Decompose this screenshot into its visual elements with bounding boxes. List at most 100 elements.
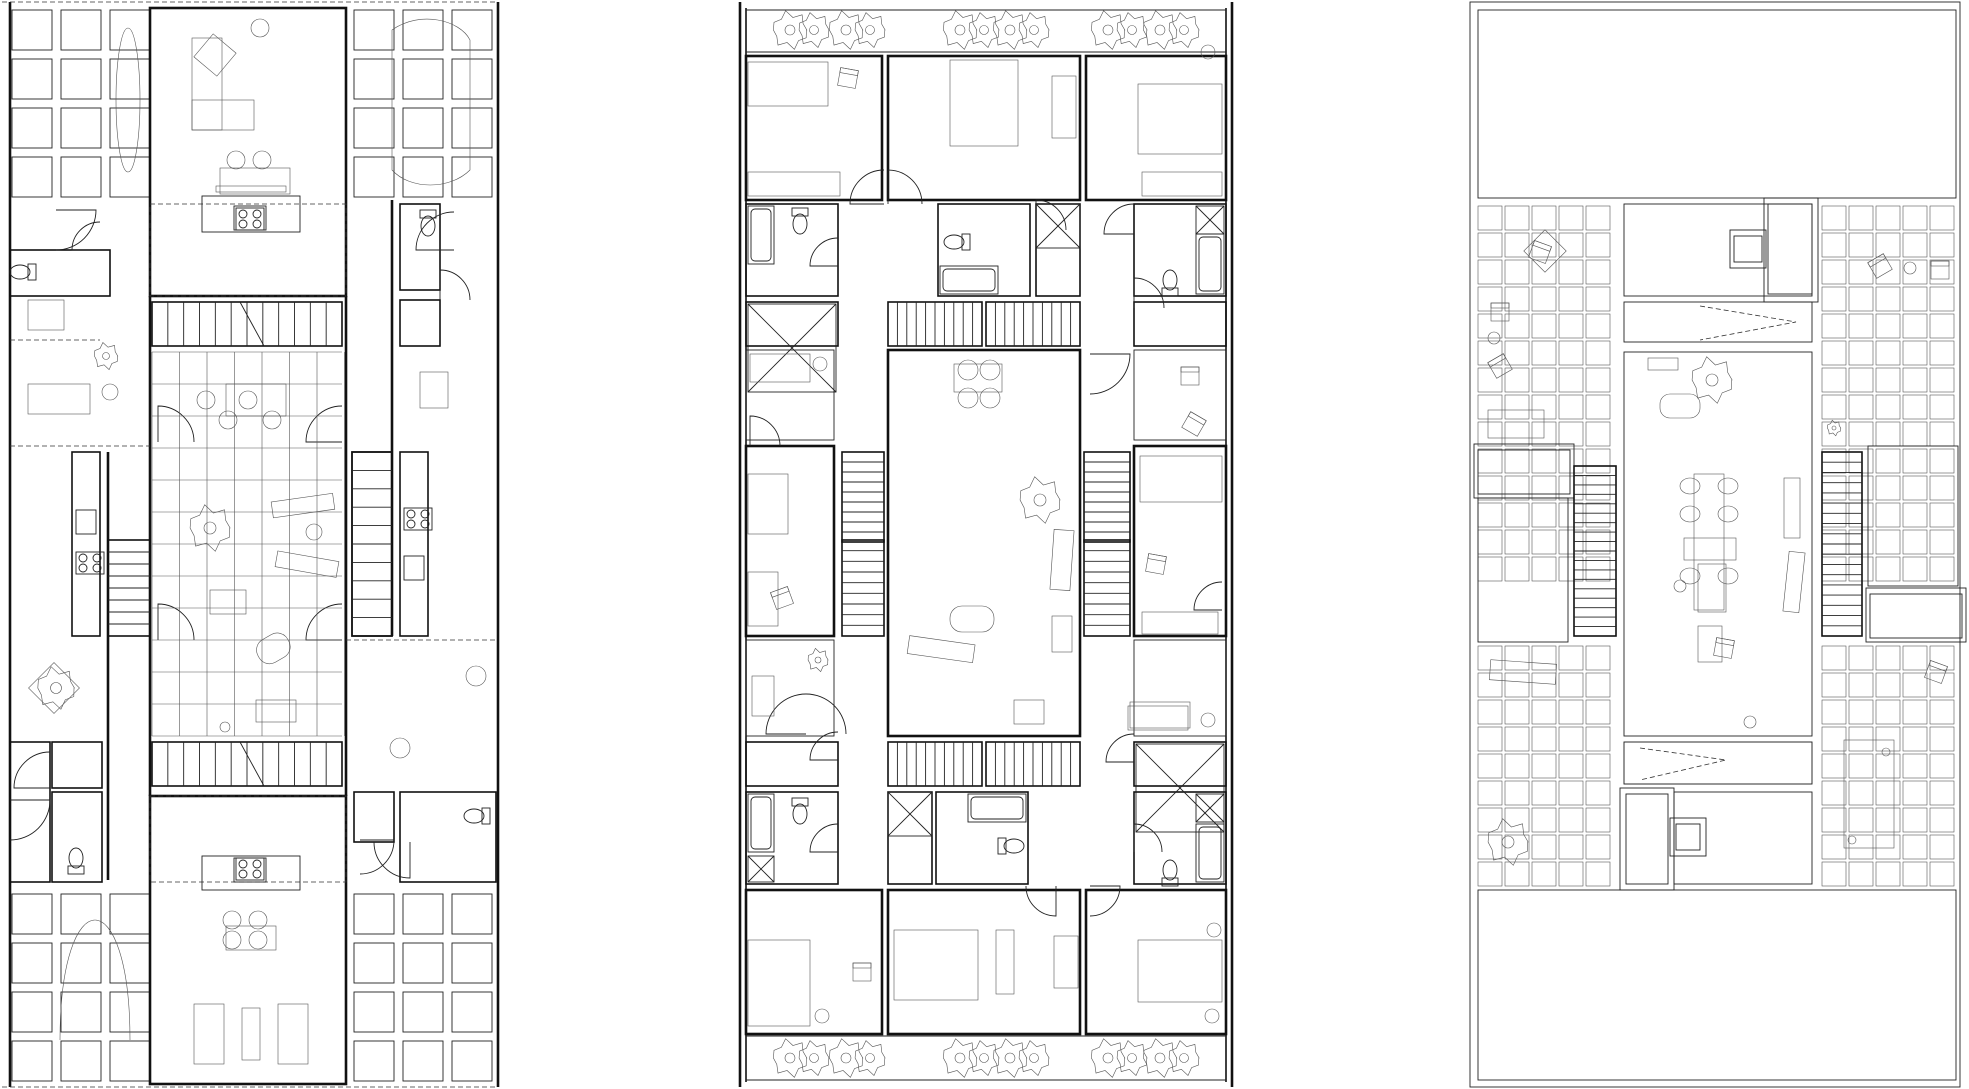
paver bbox=[1848, 807, 1874, 833]
paver bbox=[60, 107, 102, 149]
paver bbox=[1929, 834, 1955, 860]
paver bbox=[1848, 394, 1874, 420]
paver bbox=[402, 156, 444, 198]
paver bbox=[1902, 645, 1928, 671]
paver bbox=[1821, 726, 1847, 752]
paver bbox=[1929, 529, 1955, 555]
paver bbox=[1585, 340, 1611, 366]
paver bbox=[1558, 726, 1584, 752]
paver bbox=[1902, 502, 1928, 528]
door-swing-icon bbox=[1035, 199, 1067, 231]
paver bbox=[451, 893, 493, 935]
paver bbox=[1531, 753, 1557, 779]
paver bbox=[109, 1040, 151, 1082]
paver bbox=[1848, 475, 1874, 501]
door-swing-icon bbox=[849, 169, 885, 205]
paver bbox=[1929, 753, 1955, 779]
paver bbox=[1875, 421, 1901, 447]
plant-icon bbox=[1831, 425, 1837, 431]
door-swing-icon bbox=[9, 799, 51, 841]
paver bbox=[451, 9, 493, 51]
paver bbox=[1585, 502, 1611, 528]
bench bbox=[1489, 659, 1557, 685]
plant-icon bbox=[94, 342, 119, 371]
tree-icon bbox=[1091, 1038, 1126, 1078]
paver bbox=[353, 156, 395, 198]
paver bbox=[1929, 645, 1955, 671]
paver bbox=[1875, 448, 1901, 474]
paver bbox=[1875, 753, 1901, 779]
paver bbox=[1902, 232, 1928, 258]
paver bbox=[1902, 529, 1928, 555]
chair-icon bbox=[1924, 660, 1948, 684]
chair-icon bbox=[248, 910, 268, 930]
chair-icon bbox=[196, 390, 216, 410]
door-swing-icon bbox=[9, 209, 471, 879]
lounger bbox=[1049, 529, 1075, 591]
paver bbox=[1585, 645, 1611, 671]
door-swing-icon bbox=[887, 169, 923, 205]
stair-icon bbox=[1083, 451, 1131, 543]
paver bbox=[1929, 340, 1955, 366]
tree-icon bbox=[1127, 1053, 1137, 1063]
paver bbox=[1504, 205, 1530, 231]
paver bbox=[1875, 726, 1901, 752]
planter bbox=[1847, 835, 1857, 845]
paver bbox=[1821, 834, 1847, 860]
paver bbox=[1585, 753, 1611, 779]
paver bbox=[1477, 502, 1503, 528]
ground-floor-plan bbox=[2, 1, 500, 1088]
paver bbox=[1558, 448, 1584, 474]
paver bbox=[1929, 556, 1955, 582]
paver bbox=[1531, 448, 1557, 474]
table-icon bbox=[1697, 625, 1723, 663]
paver bbox=[1848, 286, 1874, 312]
stair-icon bbox=[1573, 451, 1863, 637]
paver bbox=[1821, 394, 1847, 420]
door-swing-icon bbox=[1025, 885, 1057, 917]
bath-icon bbox=[747, 793, 775, 853]
tree-icon bbox=[773, 1038, 808, 1078]
planter bbox=[1487, 331, 1501, 345]
paver bbox=[1558, 753, 1584, 779]
toilet-icon bbox=[463, 807, 491, 825]
paver bbox=[353, 1040, 395, 1082]
door-swing-icon bbox=[1193, 581, 1223, 611]
planter bbox=[1743, 715, 1757, 729]
paver bbox=[1902, 367, 1928, 393]
stair-icon bbox=[107, 301, 393, 787]
paver bbox=[1504, 834, 1530, 860]
paver bbox=[1875, 699, 1901, 725]
tree-icon bbox=[1102, 24, 1114, 36]
bath-icon bbox=[1198, 236, 1222, 292]
door-swing-icon bbox=[1089, 353, 1131, 395]
paver bbox=[1585, 421, 1611, 447]
hob-icon bbox=[406, 509, 416, 519]
planter bbox=[1881, 747, 1891, 757]
tree-icon bbox=[28, 18, 487, 951]
paver bbox=[1585, 556, 1611, 582]
paver bbox=[1929, 475, 1955, 501]
paver bbox=[1558, 367, 1584, 393]
hob-icon bbox=[78, 553, 88, 563]
bar-stools bbox=[215, 185, 287, 193]
paver bbox=[1531, 313, 1557, 339]
table-icon bbox=[1127, 705, 1189, 731]
paver bbox=[1504, 421, 1530, 447]
paver bbox=[1504, 259, 1530, 285]
tree-icon bbox=[1019, 476, 1061, 524]
hob-icon bbox=[238, 219, 248, 229]
paving-grid bbox=[11, 9, 493, 1082]
paver bbox=[109, 156, 151, 198]
paver bbox=[402, 991, 444, 1033]
table-icon bbox=[225, 925, 277, 951]
chair-icon bbox=[222, 930, 242, 950]
chair-icon bbox=[1679, 477, 1701, 495]
shower-icon bbox=[1195, 793, 1225, 823]
shower-icon bbox=[747, 303, 837, 393]
paver bbox=[1848, 861, 1874, 887]
paver bbox=[1504, 780, 1530, 806]
paver bbox=[1902, 672, 1928, 698]
hob-icon bbox=[406, 519, 416, 529]
paver bbox=[1848, 672, 1874, 698]
